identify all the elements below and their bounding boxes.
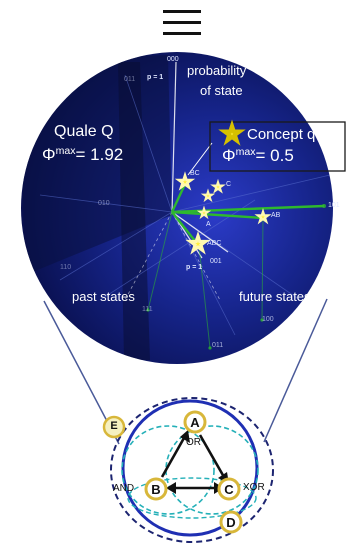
p-bottom-label: p = 1 xyxy=(186,264,203,271)
star-icon xyxy=(185,230,211,255)
teal-dashed-circle xyxy=(127,477,257,519)
menu-icon-bar xyxy=(163,32,201,35)
blue-boundary-circle xyxy=(121,399,259,537)
quale-phi-value: = 1.92 xyxy=(75,145,124,164)
grid-line xyxy=(124,74,173,213)
star-icon xyxy=(254,207,272,225)
phi-sup: max xyxy=(235,146,256,159)
state-111-label: 111 xyxy=(142,306,153,313)
state-point xyxy=(146,308,150,312)
star-icon xyxy=(210,178,226,194)
axis-line xyxy=(171,211,229,253)
arrowhead xyxy=(180,430,190,443)
grid-line xyxy=(39,194,173,213)
state-point xyxy=(322,204,326,208)
concept-ab-label: AB xyxy=(271,212,281,219)
gate-or-label: OR xyxy=(186,437,201,448)
state-110-label: 110 xyxy=(60,264,72,271)
outer-dashed-circle xyxy=(110,397,274,543)
past-states-label: past states xyxy=(72,289,135,304)
menu-icon[interactable] xyxy=(158,4,206,38)
arrowhead xyxy=(166,482,176,494)
state-011b-label: 011 xyxy=(124,76,136,83)
node-a-circle xyxy=(183,410,207,434)
phi-symbol: Φ xyxy=(222,146,236,165)
state-000-label: 000 xyxy=(167,56,179,63)
state-011-label: 011 xyxy=(212,342,224,349)
state-point xyxy=(208,346,212,350)
state-101-label: 101 xyxy=(328,202,340,209)
concept-bc-label: BC xyxy=(190,170,200,177)
connector-line-right xyxy=(263,298,328,443)
grid-line xyxy=(171,211,236,336)
concept-star-icon xyxy=(218,119,246,146)
dashed-axis xyxy=(171,211,221,301)
teal-dashed-circle xyxy=(121,425,215,515)
probability-axis xyxy=(171,61,177,213)
of-state-label: of state xyxy=(200,83,243,98)
state-100-label: 100 xyxy=(262,316,274,323)
state-001-label: 001 xyxy=(210,258,222,265)
node-e-circle xyxy=(102,415,126,439)
concept-c-label: C xyxy=(226,181,232,188)
menu-icon-bar xyxy=(163,10,201,13)
teal-dashed-circle xyxy=(165,425,259,515)
quale-title: Quale Q xyxy=(54,123,114,140)
node-d-circle xyxy=(219,510,243,534)
future-states-label: future states xyxy=(239,289,311,304)
phi-symbol: Φ xyxy=(42,145,56,164)
quale-phi: Φmax= 1.92 xyxy=(42,146,123,163)
arrow-b-to-a xyxy=(160,437,186,478)
concept-abc-label: ABC xyxy=(207,240,222,247)
green-projection xyxy=(261,217,264,321)
gate-xor-label: XOR xyxy=(243,482,265,493)
star-icon xyxy=(200,188,216,203)
node-c-circle xyxy=(217,477,241,501)
state-010-label: 010 xyxy=(98,200,110,207)
star-icon xyxy=(196,205,212,220)
node-b-label: B xyxy=(151,482,161,497)
node-e-label: E xyxy=(110,420,118,432)
concept-phi: Φmax= 0.5 xyxy=(222,147,294,164)
sphere-contents xyxy=(21,55,331,360)
dashed-axis xyxy=(124,211,173,301)
p-top-label: p = 1 xyxy=(147,74,164,81)
concept-phi-value: = 0.5 xyxy=(255,146,294,165)
concept-pointer xyxy=(187,142,213,176)
arrow-a-to-c xyxy=(198,434,226,478)
state-point xyxy=(260,318,264,322)
phi-sup: max xyxy=(55,145,76,158)
concept-a-label: A xyxy=(206,221,211,228)
gate-and-label: AND xyxy=(113,483,135,494)
concept-box xyxy=(209,121,346,172)
node-c-label: C xyxy=(224,482,234,497)
node-d-label: D xyxy=(226,515,236,530)
green-vector xyxy=(171,210,264,220)
node-b-circle xyxy=(144,477,168,501)
menu-icon-bar xyxy=(163,21,201,24)
star-icon xyxy=(174,171,196,191)
grid-line xyxy=(171,174,331,213)
probability-label: probability xyxy=(187,63,247,78)
green-projection xyxy=(147,211,173,311)
concept-title: Concept q xyxy=(247,126,316,143)
back-wall-panel xyxy=(118,62,150,360)
node-a-label: A xyxy=(190,415,200,430)
green-projection xyxy=(198,245,211,349)
grid-line xyxy=(59,211,173,281)
